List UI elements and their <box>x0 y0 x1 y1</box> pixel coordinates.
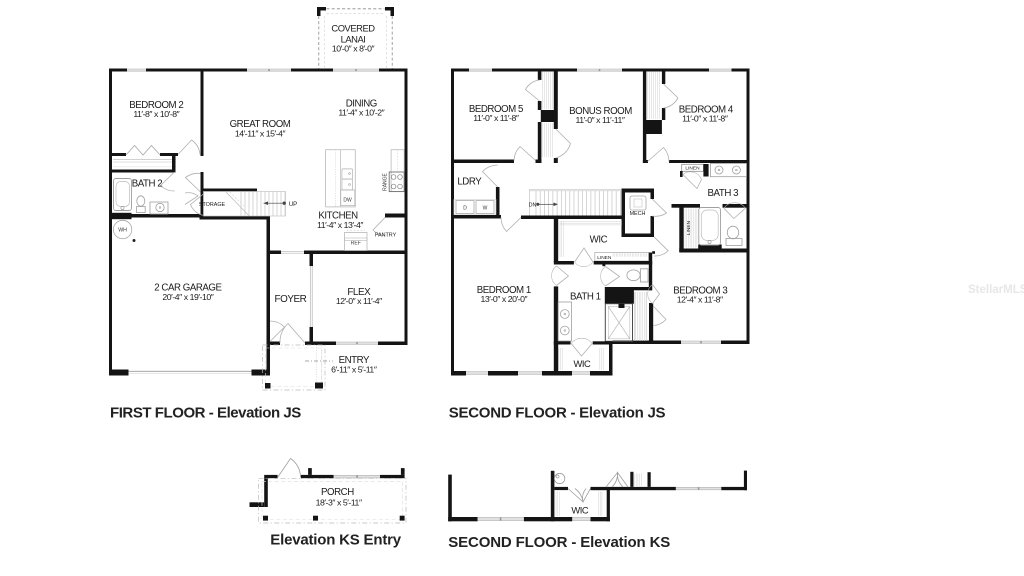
svg-text:DW: DW <box>343 198 352 204</box>
svg-text:2 CAR GARAGE: 2 CAR GARAGE <box>154 282 222 293</box>
svg-text:6′-11″ x 5′-11″: 6′-11″ x 5′-11″ <box>331 364 377 374</box>
svg-text:KITCHEN: KITCHEN <box>318 211 358 222</box>
svg-text:11′-0″ x 11′-11″: 11′-0″ x 11′-11″ <box>575 115 624 125</box>
svg-text:FLEX: FLEX <box>347 287 371 298</box>
svg-text:BATH 1: BATH 1 <box>570 292 601 303</box>
svg-text:11′-8″ x 10′-8″: 11′-8″ x 10′-8″ <box>133 109 179 119</box>
svg-text:LDRY: LDRY <box>457 176 482 187</box>
svg-text:GREAT ROOM: GREAT ROOM <box>230 119 291 130</box>
svg-text:BEDROOM 2: BEDROOM 2 <box>129 100 183 111</box>
svg-text:SECOND FLOOR - Elevation KS: SECOND FLOOR - Elevation KS <box>448 534 670 551</box>
svg-text:LINEN: LINEN <box>686 220 692 235</box>
svg-text:11′-0″ x 11′-8″: 11′-0″ x 11′-8″ <box>682 114 728 124</box>
svg-text:RANGE: RANGE <box>382 172 388 190</box>
svg-text:20′-4″ x 19′-10″: 20′-4″ x 19′-10″ <box>162 292 213 302</box>
svg-text:18′-3″ x 5′-11″: 18′-3″ x 5′-11″ <box>316 497 362 507</box>
svg-text:BONUS ROOM: BONUS ROOM <box>569 106 632 117</box>
svg-text:STORAGE: STORAGE <box>199 202 226 208</box>
svg-text:Elevation KS Entry: Elevation KS Entry <box>270 532 401 549</box>
svg-text:REF: REF <box>351 241 361 247</box>
svg-text:10′-0″ x 8′-0″: 10′-0″ x 8′-0″ <box>332 44 375 54</box>
svg-text:COVERED: COVERED <box>331 23 375 34</box>
svg-text:BEDROOM 5: BEDROOM 5 <box>469 104 523 115</box>
svg-text:BEDROOM 4: BEDROOM 4 <box>679 105 734 116</box>
svg-text:BEDROOM 1: BEDROOM 1 <box>477 285 531 296</box>
svg-text:DINING: DINING <box>346 99 377 110</box>
svg-text:UP: UP <box>289 202 297 208</box>
svg-text:LINEN: LINEN <box>597 255 612 261</box>
svg-text:PORCH: PORCH <box>321 487 354 498</box>
svg-text:11′-4″ x 13′-4″: 11′-4″ x 13′-4″ <box>317 220 363 230</box>
svg-text:WIC: WIC <box>571 504 589 515</box>
svg-text:D: D <box>463 205 467 211</box>
svg-text:13′-0″ x 20′-0″: 13′-0″ x 20′-0″ <box>480 294 527 304</box>
svg-text:StellarMLS: StellarMLS <box>968 284 1024 296</box>
svg-text:WH: WH <box>118 228 127 234</box>
svg-text:ENTRY: ENTRY <box>339 355 370 366</box>
svg-text:LINEN: LINEN <box>685 166 700 172</box>
svg-text:MECH: MECH <box>630 211 646 217</box>
svg-text:14′-11″ x 15′-4″: 14′-11″ x 15′-4″ <box>235 128 286 138</box>
svg-text:W: W <box>483 205 488 211</box>
svg-text:BEDROOM 3: BEDROOM 3 <box>673 286 727 297</box>
svg-text:FIRST FLOOR - Elevation JS: FIRST FLOOR - Elevation JS <box>110 405 301 422</box>
svg-text:PANTRY: PANTRY <box>375 233 397 239</box>
svg-text:12′-4″ x 11′-8″: 12′-4″ x 11′-8″ <box>677 295 723 305</box>
svg-text:FOYER: FOYER <box>275 294 307 305</box>
svg-text:11′-0″ x 11′-8″: 11′-0″ x 11′-8″ <box>473 113 519 123</box>
svg-text:WIC: WIC <box>573 358 591 369</box>
svg-text:WIC: WIC <box>590 235 608 246</box>
svg-text:11′-4″ x 10′-2″: 11′-4″ x 10′-2″ <box>338 108 384 118</box>
svg-text:DN: DN <box>529 202 537 208</box>
svg-text:BATH 2: BATH 2 <box>132 178 163 189</box>
svg-text:12′-0″ x 11′-4″: 12′-0″ x 11′-4″ <box>336 296 382 306</box>
svg-text:BATH 3: BATH 3 <box>708 188 739 199</box>
svg-text:SECOND FLOOR - Elevation JS: SECOND FLOOR - Elevation JS <box>449 405 666 422</box>
svg-text:LANAI: LANAI <box>341 34 366 45</box>
